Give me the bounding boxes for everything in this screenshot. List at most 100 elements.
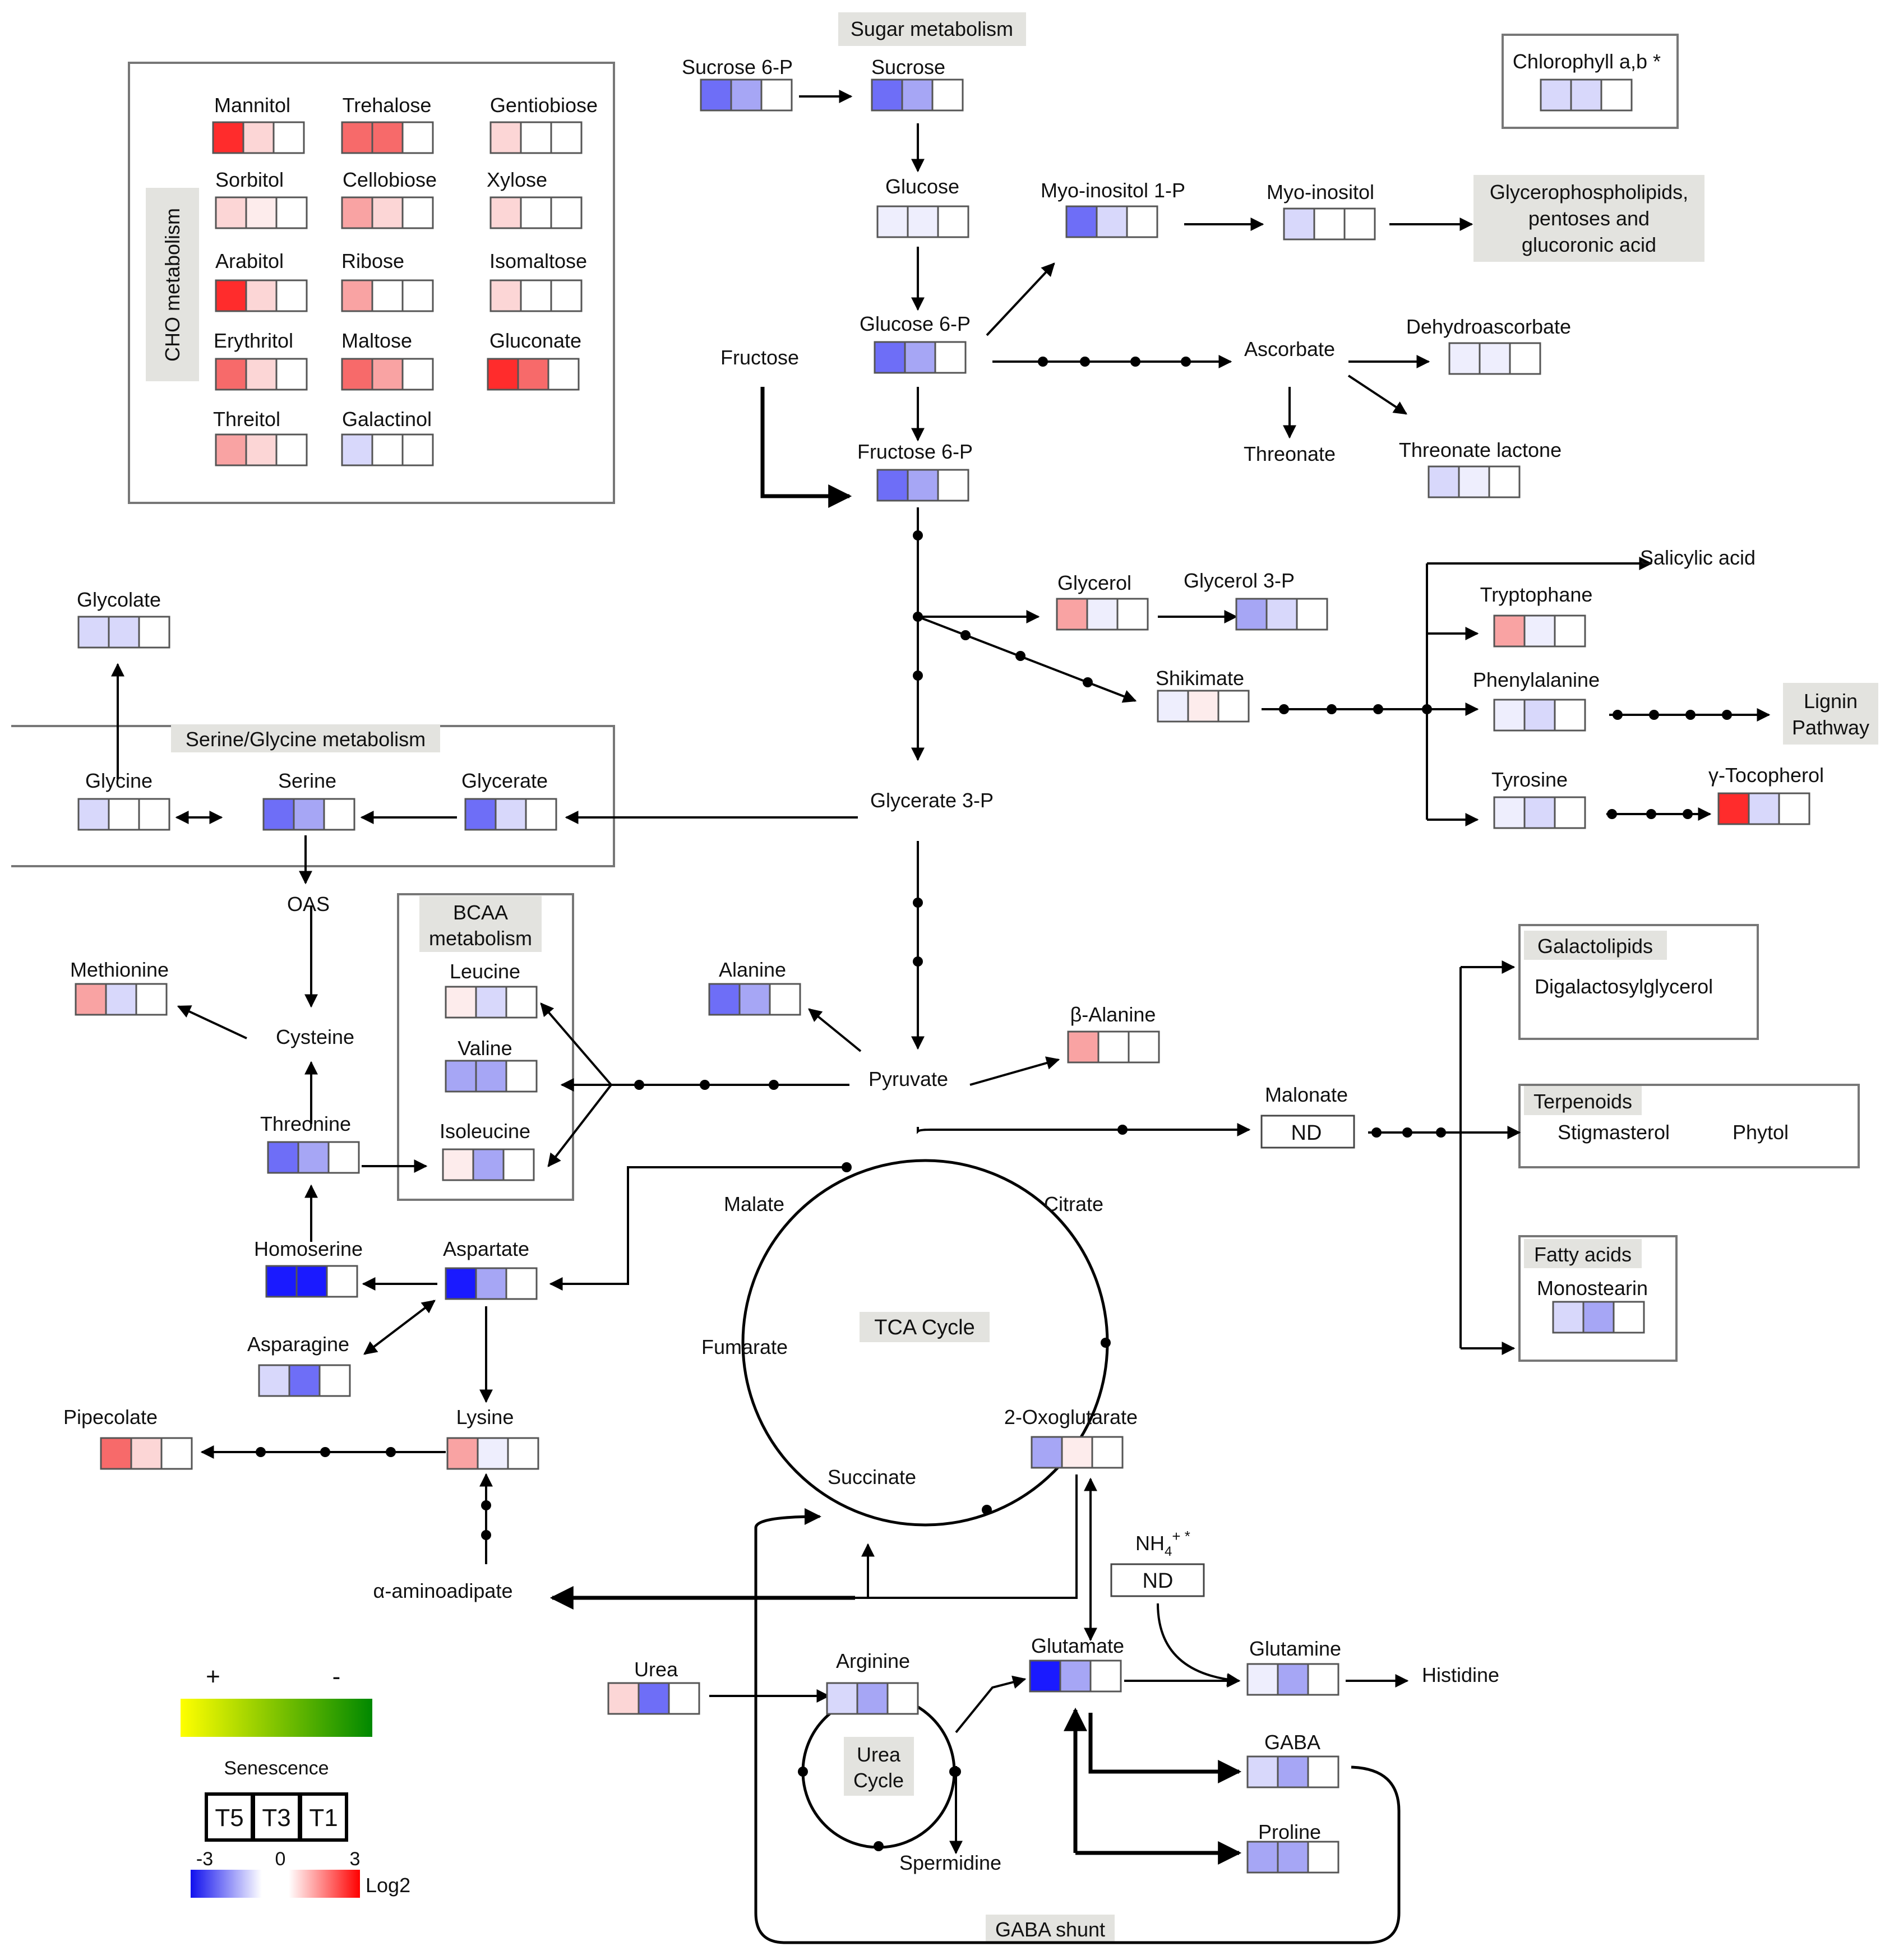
chlorophyll-a-b-cell-t3	[1570, 78, 1602, 112]
monostearin-cell-t3	[1582, 1301, 1615, 1334]
metabolite-gentiobiose: Gentiobiose	[489, 94, 598, 154]
glycerate-label: Glycerate	[461, 769, 548, 792]
methionine-cell-t1	[135, 983, 168, 1016]
alanine-cell-t1	[769, 983, 801, 1016]
serine-label: Serine	[278, 769, 336, 792]
sorbitol-cell-t5	[215, 196, 247, 229]
lysine-cell-t5	[446, 1437, 479, 1470]
pipecolate-cell-t1	[160, 1437, 193, 1470]
pipecolate-cell-t5	[100, 1437, 132, 1470]
tocopherol-label: γ-Tocopherol	[1708, 764, 1824, 787]
succinate-label: Succinate	[828, 1466, 916, 1489]
monostearin-cell-t1	[1613, 1301, 1645, 1334]
sorbitol-cell-t1	[275, 196, 308, 229]
metabolite-alanine: Alanine	[708, 958, 801, 1016]
dehydroascorbate-cell-t1	[1509, 342, 1541, 375]
group-frames	[11, 34, 1860, 1362]
gaba-label: GABA	[1264, 1731, 1320, 1754]
malonate-nd-label: ND	[1291, 1121, 1322, 1145]
maltose-cell-t1	[401, 358, 434, 391]
threonine-cell-t5	[267, 1141, 299, 1174]
phenylalanine-label: Phenylalanine	[1473, 668, 1600, 691]
glycine-label: Glycine	[85, 769, 153, 792]
threitol-label: Threitol	[213, 408, 280, 431]
glycine-cell-t5	[77, 798, 110, 831]
glutamate-cell-t3	[1059, 1659, 1092, 1693]
isoleucine-cell-t5	[442, 1148, 474, 1181]
lysine-label: Lysine	[456, 1406, 514, 1429]
metabolite-glutamine: Glutamine	[1246, 1637, 1341, 1696]
urea-cycle-tab: Urea Cycle	[844, 1737, 914, 1796]
metabolite-chlorophyll-a-b: Chlorophyll a,b *	[1513, 50, 1661, 112]
glucose-6-p-cell-t5	[874, 341, 906, 374]
tyrosine-cell-t5	[1493, 796, 1526, 829]
fructose-label: Fructose	[720, 346, 799, 369]
citrate-label: Citrate	[1044, 1192, 1103, 1215]
terpenoids-tab: Terpenoids	[1524, 1086, 1642, 1115]
pathway-step-dots	[256, 357, 1732, 1851]
gaba-cell-t1	[1307, 1755, 1339, 1788]
urea-label: Urea	[634, 1658, 678, 1681]
metabolite-phenylalanine: Phenylalanine	[1473, 668, 1600, 732]
urea-cell-t1	[668, 1682, 700, 1715]
alanine-cell-t1	[1128, 1030, 1160, 1064]
nd-boxes	[1110, 1115, 1355, 1597]
2-oxoglutarate-label: 2-Oxoglutarate	[1004, 1406, 1138, 1429]
asparagine-cell-t5	[258, 1364, 290, 1397]
fatty-acids-tab: Fatty acids	[1524, 1239, 1642, 1268]
mannitol-label: Mannitol	[214, 94, 290, 117]
myo-inositol-cell-t1	[1343, 207, 1376, 241]
stigmasterol-label: Stigmasterol	[1558, 1121, 1670, 1144]
homoserine-cell-t3	[295, 1265, 328, 1298]
metabolite-maltose: Maltose	[341, 329, 434, 391]
metabolite-gaba: GABA	[1246, 1731, 1339, 1788]
serine-glycine-tab: Serine/Glycine metabolism	[171, 724, 440, 752]
threonine-cell-t3	[297, 1141, 330, 1174]
maltose-cell-t5	[341, 358, 373, 391]
alanine-label: β-Alanine	[1070, 1003, 1156, 1026]
arabitol-cell-t5	[215, 279, 247, 312]
svg-text:metabolism: metabolism	[429, 927, 532, 950]
metabolite-aspartate: Aspartate	[443, 1237, 538, 1300]
malate-label: Malate	[724, 1192, 784, 1215]
isomaltose-label: Isomaltose	[489, 249, 587, 272]
legend-log2-gradient	[191, 1870, 360, 1898]
galactinol-cell-t3	[371, 433, 404, 466]
metabolite-myo-inositol: Myo-inositol	[1267, 181, 1376, 241]
svg-text:GABA shunt: GABA shunt	[995, 1918, 1105, 1941]
serine-cell-t3	[293, 798, 325, 831]
pipecolate-label: Pipecolate	[63, 1406, 158, 1429]
monostearin-label: Monostearin	[1537, 1277, 1648, 1300]
sucrose-cell-t5	[871, 78, 903, 112]
tryptophane-cell-t3	[1523, 614, 1556, 648]
legend-timepoint-t5: T5	[215, 1804, 243, 1832]
metabolite-glutamate: Glutamate	[1029, 1634, 1124, 1693]
nh4-label: NH4+ *	[1135, 1528, 1190, 1559]
tryptophane-label: Tryptophane	[1480, 583, 1593, 606]
galactinol-cell-t1	[401, 433, 434, 466]
trehalose-label: Trehalose	[343, 94, 432, 117]
legend-timepoint-t1: T1	[309, 1804, 338, 1832]
glycerate-cell-t5	[464, 798, 497, 831]
metabolite-pipecolate: Pipecolate	[63, 1406, 193, 1470]
valine-cell-t3	[475, 1060, 507, 1093]
pyruvate-label: Pyruvate	[869, 1067, 948, 1090]
threitol-cell-t1	[275, 433, 308, 466]
fructose-6-p-cell-t5	[876, 469, 909, 502]
serine-cell-t5	[262, 798, 295, 831]
metabolite-ribose: Ribose	[341, 249, 434, 312]
2-oxoglutarate-cell-t3	[1061, 1436, 1093, 1469]
metabolite-methionine: Methionine	[70, 958, 169, 1016]
metabolite-isomaltose: Isomaltose	[489, 249, 587, 312]
myo-inositol-1-p-label: Myo-inositol 1-P	[1041, 179, 1185, 202]
metabolite-lysine: Lysine	[446, 1406, 539, 1470]
lysine-cell-t1	[507, 1437, 539, 1470]
leucine-label: Leucine	[450, 960, 520, 983]
xylose-cell-t3	[520, 196, 552, 229]
metabolite-threonine: Threonine	[260, 1112, 360, 1174]
asparagine-cell-t3	[288, 1364, 321, 1397]
tocopherol-cell-t5	[1717, 792, 1750, 825]
glycerol-cell-t1	[1116, 598, 1149, 631]
metabolite-glycerol-3-p: Glycerol 3-P	[1184, 569, 1328, 631]
